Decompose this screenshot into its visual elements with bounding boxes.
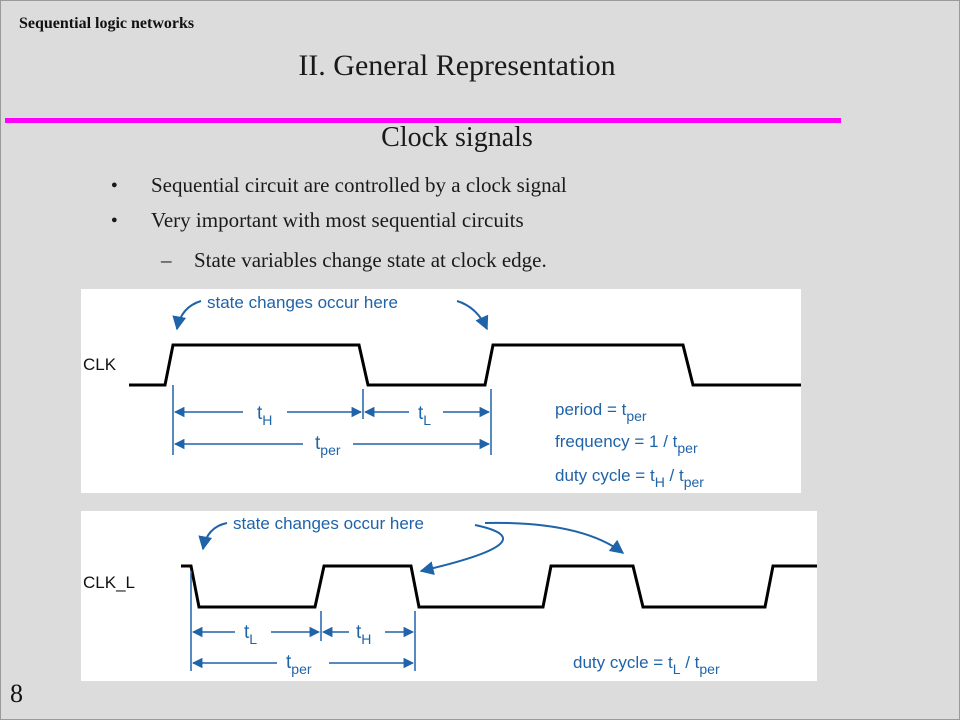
- dash-icon: –: [161, 248, 172, 272]
- slide-header: Sequential logic networks: [19, 15, 195, 32]
- t-l-label: tL: [244, 622, 257, 647]
- callout-arrow-middle-icon: [419, 524, 504, 575]
- timing-ticks: [172, 385, 492, 455]
- clk-l-signal-label: CLK_L: [83, 573, 135, 592]
- bullet-text: Sequential circuit are controlled by a c…: [151, 173, 567, 197]
- title-divider: [5, 118, 841, 123]
- slide-title: II. General Representation: [298, 49, 616, 82]
- t-l-label: tL: [418, 403, 431, 428]
- clk-timing-svg: CLK state changes occur here tH tL tp: [83, 293, 801, 490]
- bullet-text: Very important with most sequential circ…: [151, 208, 524, 232]
- clk-waveform: [129, 343, 801, 387]
- t-per-label: tper: [315, 433, 341, 458]
- clk-timing-diagram: CLK state changes occur here tH tL tp: [81, 289, 801, 493]
- timing-ticks: [190, 571, 416, 671]
- callout-arrow-left-icon: [198, 522, 228, 551]
- clk-l-waveform: [181, 564, 817, 609]
- callout-arrow-right-icon: [456, 300, 489, 331]
- bullet-dot-icon: ●: [111, 214, 118, 226]
- page-number: 8: [10, 679, 23, 708]
- frequency-formula: frequency = 1 / tper: [555, 432, 698, 456]
- clk-l-callout-text: state changes occur here: [233, 514, 424, 533]
- clk-signal-label: CLK: [83, 355, 117, 374]
- period-formula: period = tper: [555, 400, 647, 424]
- clk-l-timing-svg: CLK_L state changes occur here tL tH: [83, 514, 817, 677]
- callout-arrow-left-icon: [172, 300, 202, 331]
- t-per-label: tper: [286, 652, 312, 677]
- clk-callout-text: state changes occur here: [207, 293, 398, 312]
- clk-l-timing-diagram: CLK_L state changes occur here tL tH: [81, 511, 817, 681]
- t-h-label: tH: [257, 403, 272, 428]
- bullet-dot-icon: ●: [111, 179, 118, 191]
- duty-cycle-formula: duty cycle = tH / tper: [555, 466, 704, 490]
- sub-bullet-text: State variables change state at clock ed…: [194, 248, 547, 272]
- callout-arrow-right-icon: [484, 521, 625, 554]
- duty-cycle-formula: duty cycle = tL / tper: [573, 653, 720, 677]
- slide-subtitle: Clock signals: [381, 122, 533, 153]
- t-h-label: tH: [356, 622, 371, 647]
